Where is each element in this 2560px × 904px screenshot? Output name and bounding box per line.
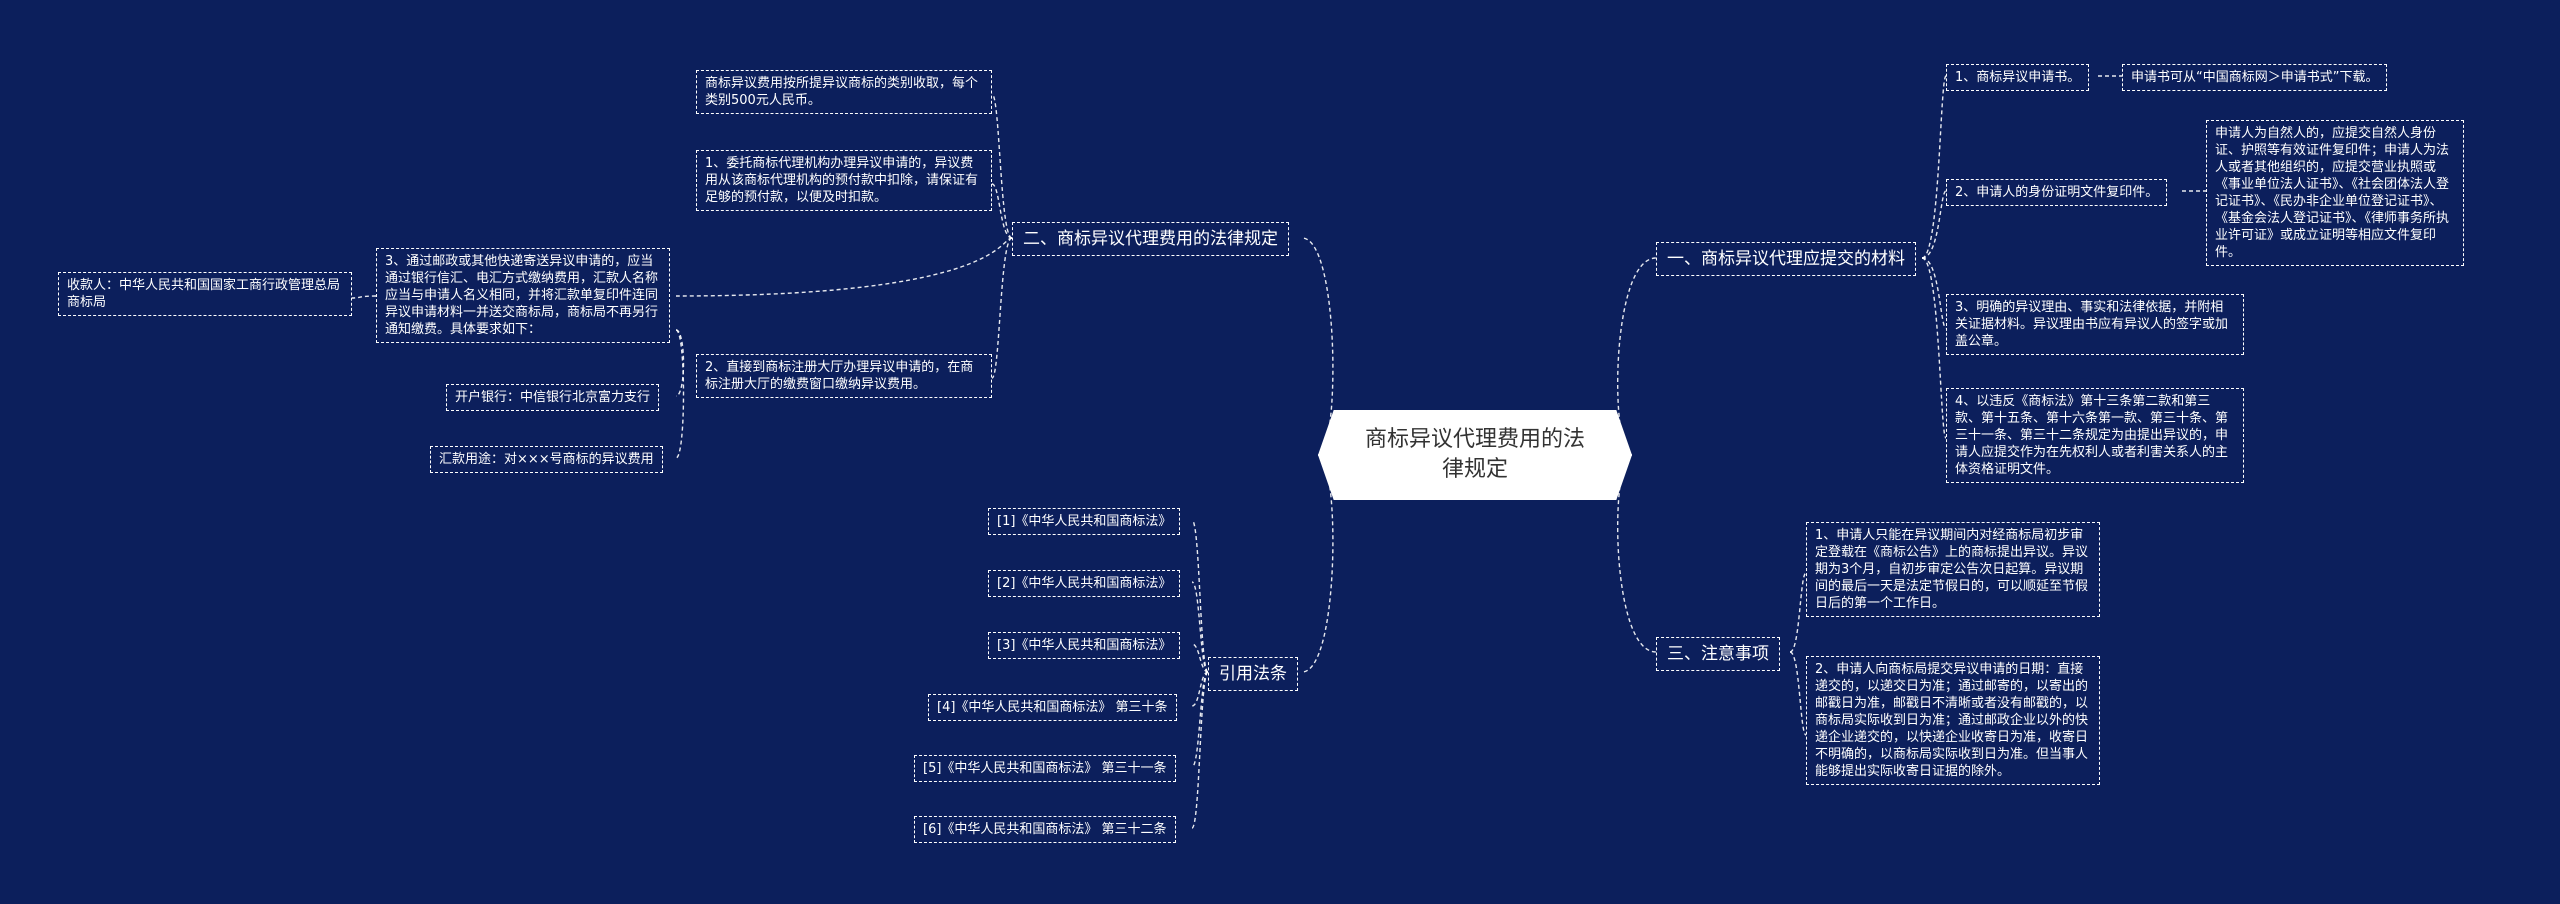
node-text: 申请书可从“中国商标网＞申请书式”下载。 <box>2131 70 2379 85</box>
remittance-bank[interactable]: 开户银行：中信银行北京富力支行 <box>446 384 660 411</box>
node-text: 1、申请人只能在异议期间内对经商标局初步审定登载在《商标公告》上的商标提出异议。… <box>1815 528 2089 611</box>
node-text: 4、以违反《商标法》第十三条第二款和第三款、第十五条、第十六条第一款、第三十条、… <box>1955 394 2229 477</box>
cited-law-ref-3[interactable]: [3]《中华人民共和国商标法》 <box>988 632 1181 659</box>
branch-fee-regulations[interactable]: 二、商标异议代理费用的法律规定 <box>1012 222 1289 256</box>
cited-law-ref-6[interactable]: [6]《中华人民共和国商标法》 第三十二条 <box>914 816 1176 843</box>
branch-cited-laws[interactable]: 引用法条 <box>1208 657 1298 691</box>
root-topic-label: 商标异议代理费用的法律规定 <box>1364 427 1585 482</box>
materials-item-application-form[interactable]: 1、商标异议申请书。 <box>1946 64 2090 91</box>
cited-law-ref-2[interactable]: [2]《中华人民共和国商标法》 <box>988 570 1181 597</box>
node-text: [1]《中华人民共和国商标法》 <box>997 514 1172 529</box>
materials-item-identity-proof-detail[interactable]: 申请人为自然人的，应提交自然人身份证、护照等有效证件复印件；申请人为法人或者其他… <box>2206 120 2464 266</box>
node-text: [3]《中华人民共和国商标法》 <box>997 638 1172 653</box>
precaution-item-submission-date[interactable]: 2、申请人向商标局提交异议申请的日期：直接递交的，以递交日为准；通过邮寄的，以寄… <box>1806 656 2100 785</box>
node-text: 2、申请人向商标局提交异议申请的日期：直接递交的，以递交日为准；通过邮寄的，以寄… <box>1815 662 2089 779</box>
branch-label: 二、商标异议代理费用的法律规定 <box>1023 229 1278 249</box>
root-topic[interactable]: 商标异议代理费用的法律规定 <box>1318 410 1632 500</box>
fee-item-hall-payment[interactable]: 2、直接到商标注册大厅办理异议申请的，在商标注册大厅的缴费窗口缴纳异议费用。 <box>696 354 992 398</box>
precaution-item-objection-period[interactable]: 1、申请人只能在异议期间内对经商标局初步审定登载在《商标公告》上的商标提出异议。… <box>1806 522 2100 617</box>
materials-item-objection-reasons[interactable]: 3、明确的异议理由、事实和法律依据，并附相关证据材料。异议理由书应有异议人的签字… <box>1946 294 2244 355</box>
node-text: [4]《中华人民共和国商标法》 第三十条 <box>937 700 1168 715</box>
remittance-payee[interactable]: 收款人：中华人民共和国国家工商行政管理总局商标局 <box>58 272 352 316</box>
node-text: 3、明确的异议理由、事实和法律依据，并附相关证据材料。异议理由书应有异议人的签字… <box>1955 300 2229 349</box>
node-text: 2、直接到商标注册大厅办理异议申请的，在商标注册大厅的缴费窗口缴纳异议费用。 <box>705 360 974 392</box>
node-text: 3、通过邮政或其他快递寄送异议申请的，应当通过银行信汇、电汇方式缴纳费用，汇款人… <box>385 254 659 337</box>
materials-item-form-download-note[interactable]: 申请书可从“中国商标网＞申请书式”下载。 <box>2122 64 2388 91</box>
fee-item-per-class-charge[interactable]: 商标异议费用按所提异议商标的类别收取，每个类别500元人民币。 <box>696 70 992 114</box>
branch-precautions[interactable]: 三、注意事项 <box>1656 637 1780 671</box>
branch-label: 一、商标异议代理应提交的材料 <box>1667 249 1905 269</box>
node-text: 汇款用途：对×××号商标的异议费用 <box>439 452 654 467</box>
fee-item-agency-prepayment[interactable]: 1、委托商标代理机构办理异议申请的，异议费用从该商标代理机构的预付款中扣除，请保… <box>696 150 992 211</box>
materials-item-subject-qualification[interactable]: 4、以违反《商标法》第十三条第二款和第三款、第十五条、第十六条第一款、第三十条、… <box>1946 388 2244 483</box>
node-text: 1、商标异议申请书。 <box>1955 70 2081 85</box>
node-text: [5]《中华人民共和国商标法》 第三十一条 <box>923 761 1167 776</box>
cited-law-ref-5[interactable]: [5]《中华人民共和国商标法》 第三十一条 <box>914 755 1176 782</box>
remittance-purpose[interactable]: 汇款用途：对×××号商标的异议费用 <box>430 446 663 473</box>
cited-law-ref-1[interactable]: [1]《中华人民共和国商标法》 <box>988 508 1181 535</box>
branch-label: 三、注意事项 <box>1667 644 1769 664</box>
branch-required-materials[interactable]: 一、商标异议代理应提交的材料 <box>1656 242 1916 276</box>
node-text: 申请人为自然人的，应提交自然人身份证、护照等有效证件复印件；申请人为法人或者其他… <box>2215 126 2450 260</box>
node-text: 收款人：中华人民共和国国家工商行政管理总局商标局 <box>67 278 341 310</box>
fee-item-mail-remittance[interactable]: 3、通过邮政或其他快递寄送异议申请的，应当通过银行信汇、电汇方式缴纳费用，汇款人… <box>376 248 670 343</box>
node-text: 2、申请人的身份证明文件复印件。 <box>1955 185 2159 200</box>
materials-item-identity-proof[interactable]: 2、申请人的身份证明文件复印件。 <box>1946 179 2168 206</box>
node-text: 商标异议费用按所提异议商标的类别收取，每个类别500元人民币。 <box>705 76 979 108</box>
node-text: [2]《中华人民共和国商标法》 <box>997 576 1172 591</box>
node-text: 开户银行：中信银行北京富力支行 <box>455 390 651 405</box>
cited-law-ref-4[interactable]: [4]《中华人民共和国商标法》 第三十条 <box>928 694 1177 721</box>
node-text: [6]《中华人民共和国商标法》 第三十二条 <box>923 822 1167 837</box>
branch-label: 引用法条 <box>1219 664 1287 684</box>
node-text: 1、委托商标代理机构办理异议申请的，异议费用从该商标代理机构的预付款中扣除，请保… <box>705 156 979 205</box>
